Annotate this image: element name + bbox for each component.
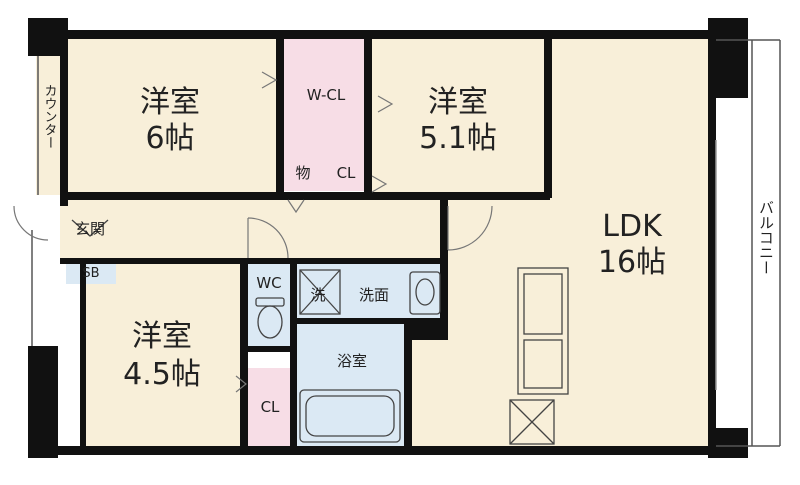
room-size-western-51: 5.1帖: [419, 121, 497, 156]
toilet-bowl: [257, 305, 283, 339]
floor-western-51: [368, 38, 550, 198]
floor-ldk: [550, 38, 715, 446]
doors: [13, 71, 493, 393]
floor-western-45: [80, 262, 245, 446]
room-name-western-6: 洋室: [140, 85, 200, 120]
label-shoe-box: SB: [82, 266, 99, 281]
bathtub: [299, 389, 401, 443]
room-size-ldk: 16帖: [598, 245, 666, 280]
closet-cl-lower: [246, 368, 294, 446]
windows: [31, 39, 781, 447]
room-size-western-45: 4.5帖: [123, 357, 201, 392]
label-washer: 洗: [310, 286, 325, 304]
label-counter: カウンター: [42, 84, 57, 149]
room-name-western-45: 洋室: [132, 319, 192, 354]
label-toilet: WC: [256, 274, 281, 292]
room-size-western-6: 6帖: [145, 121, 194, 156]
label-washroom: 洗面: [359, 286, 389, 304]
floor-bathroom: [296, 322, 410, 446]
label-closet-lower: CL: [261, 398, 280, 416]
walls: [28, 18, 748, 458]
label-closet-upper: CL: [337, 164, 356, 182]
floor-areas: [36, 38, 715, 446]
fixtures: [71, 219, 569, 445]
closet-walk-in: [284, 38, 368, 146]
label-walk-in-closet: W-CL: [307, 86, 346, 104]
floor-entrance: [66, 205, 116, 260]
fridge-space: [509, 399, 555, 445]
wash-basin: [409, 271, 441, 315]
label-storage: 物: [295, 164, 310, 182]
room-name-ldk: LDK: [602, 209, 663, 244]
room-name-western-51: 洋室: [428, 85, 488, 120]
washer-box: [299, 269, 341, 315]
closet-cl-upper: [322, 146, 368, 191]
label-entrance: 玄関: [75, 220, 105, 238]
label-balcony: バルコニー: [757, 200, 775, 275]
kitchen-counter: [517, 267, 569, 395]
floor-hallway: [60, 198, 445, 260]
label-bathroom: 浴室: [337, 352, 367, 370]
closet-storage: [284, 146, 322, 191]
floor-counter: [36, 55, 60, 195]
floor-western-6: [60, 38, 282, 198]
